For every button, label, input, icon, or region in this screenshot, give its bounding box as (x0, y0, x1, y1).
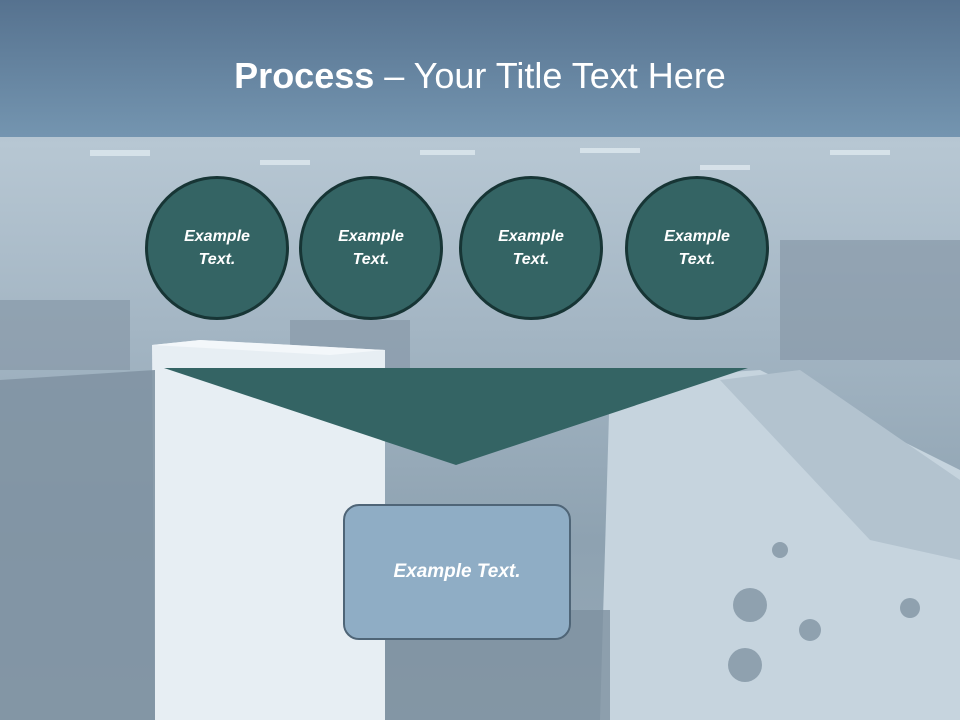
step-3-line-2: Text. (512, 251, 550, 268)
step-1-line-2: Text. (198, 251, 236, 268)
result-box[interactable]: Example Text. (343, 504, 571, 640)
funnel-triangle (164, 368, 748, 465)
title-rest-part: – Your Title Text Here (374, 55, 726, 96)
step-2-line-2: Text. (352, 251, 390, 268)
title-bar: Process – Your Title Text Here (0, 0, 960, 137)
slide-title: Process – Your Title Text Here (0, 54, 960, 98)
step-1-line-1: Example (184, 228, 250, 245)
step-3-line-1: Example (498, 228, 564, 245)
result-label: Example Text. (393, 561, 521, 582)
funnel-shape (164, 368, 748, 465)
step-4-line-1: Example (664, 228, 730, 245)
step-2-line-1: Example (338, 228, 404, 245)
title-bold-part: Process (234, 55, 375, 96)
step-4-line-2: Text. (678, 251, 716, 268)
